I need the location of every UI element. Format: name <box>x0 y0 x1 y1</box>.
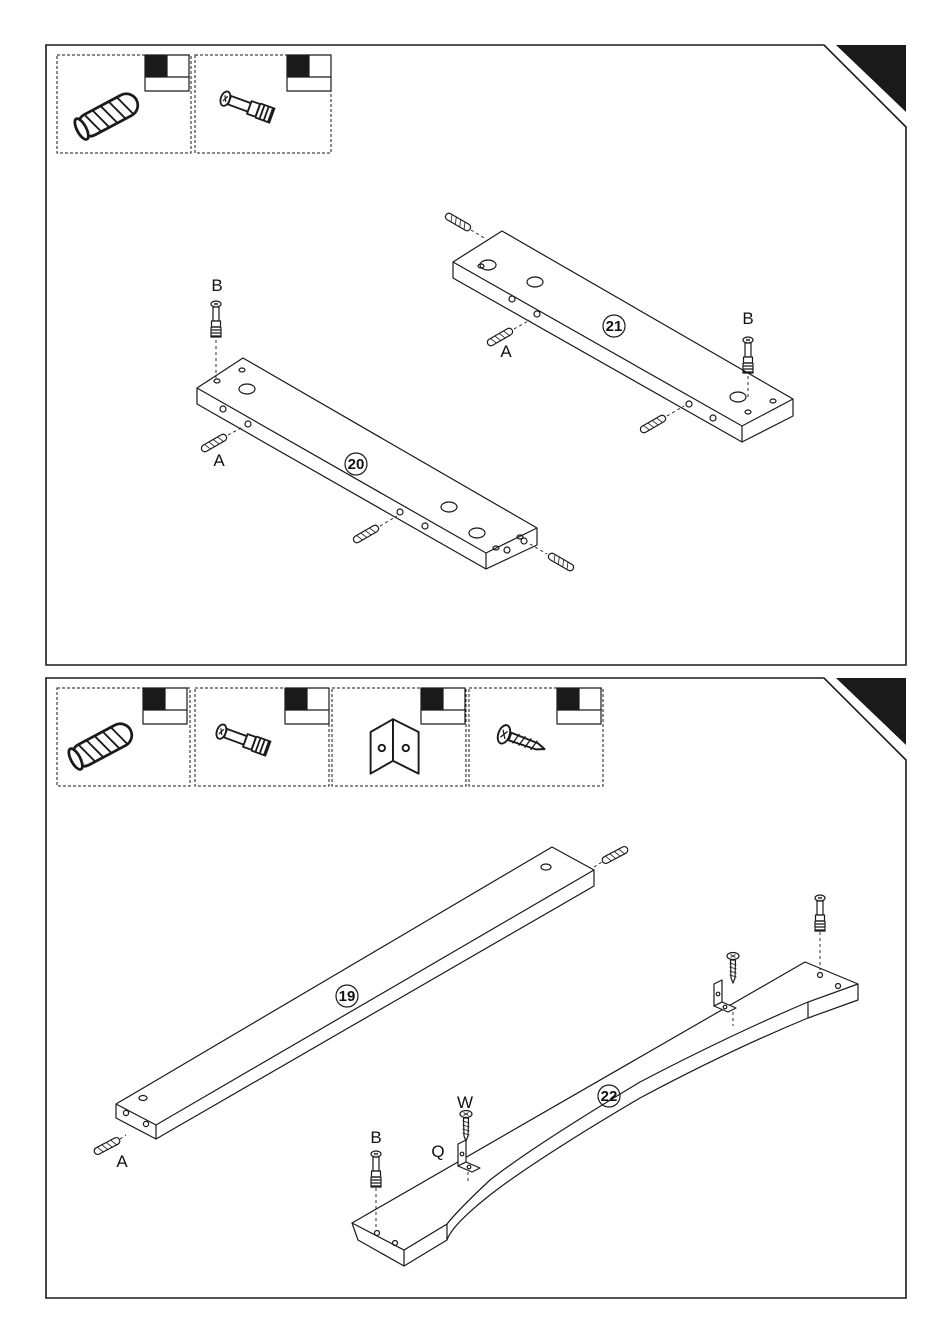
label-a-left: A <box>213 451 225 470</box>
label-b: B <box>370 1128 381 1147</box>
label-b-right: B <box>742 309 753 328</box>
dowel-a-left: A <box>200 427 243 470</box>
dowel-top-19 <box>594 845 629 867</box>
label-a-right: A <box>500 342 512 361</box>
board-22: 22 <box>352 962 858 1266</box>
label-b-left: B <box>211 276 222 295</box>
label-w: W <box>457 1093 473 1112</box>
part-box-screw <box>469 688 603 786</box>
dowel-end-right <box>639 406 684 434</box>
dowel-a-right: A <box>486 320 530 361</box>
part-box-cam-bolt <box>195 55 331 153</box>
board-19: 19 <box>116 847 594 1139</box>
step-2-corner-marker <box>836 678 906 745</box>
part-box-dowel <box>57 55 191 153</box>
label-q: Q <box>431 1142 444 1161</box>
part-box-cam-bolt-2 <box>195 688 329 786</box>
part-number-19: 19 <box>339 988 356 1005</box>
dowel-top-right <box>444 212 486 239</box>
dowel-mid-left <box>352 516 397 544</box>
part-box-dowel-2 <box>57 688 190 786</box>
cam-bolt-b-left: B <box>211 276 223 378</box>
screw-w: W <box>457 1093 473 1141</box>
step-1-panel: 20 B A <box>46 45 906 665</box>
cam-bolt-right-22 <box>815 895 825 970</box>
label-a: A <box>116 1152 128 1171</box>
step-1-corner-marker <box>836 45 906 112</box>
part-box-bracket <box>332 688 466 786</box>
part-number-21: 21 <box>606 318 623 335</box>
step-2-panel: 19 A 22 B <box>46 678 906 1298</box>
dowel-end-left <box>530 544 575 572</box>
part-number-22: 22 <box>601 1088 618 1105</box>
part-number-20: 20 <box>348 456 365 473</box>
screw-right <box>727 953 739 984</box>
dowel-a-19: A <box>93 1135 128 1171</box>
